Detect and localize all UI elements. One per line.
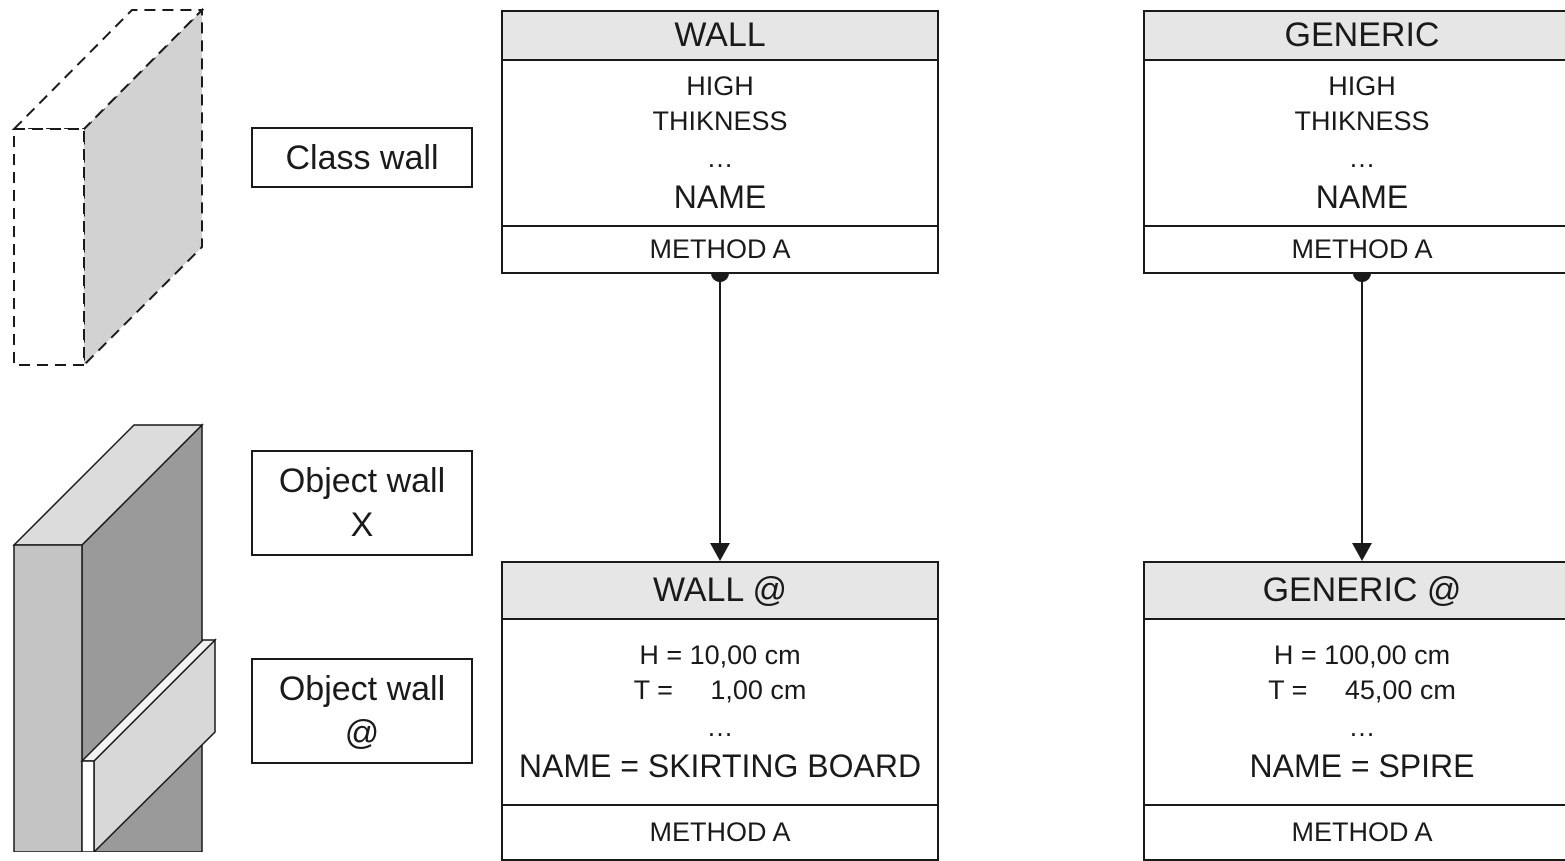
instance-connector-generic (1352, 264, 1372, 561)
attribute-ellipsis: … (1348, 712, 1376, 742)
class-box-wall: WALL HIGH THIKNESS … NAME METHOD A (501, 10, 939, 274)
attribute-h-value: H = 10,00 cm (639, 640, 801, 670)
attribute-t-value: T = 45,00 cm (1268, 675, 1456, 705)
skirting-board-illustration (80, 638, 217, 852)
object-box-wall-at-attributes: H = 10,00 cm T = 1,00 cm … NAME = SKIRTI… (503, 620, 937, 806)
attribute-ellipsis: … (1348, 143, 1376, 173)
attribute-thickness: THIKNESS (652, 106, 788, 136)
class-box-wall-method: METHOD A (649, 234, 791, 264)
attribute-high: HIGH (686, 71, 754, 101)
class-wall-illustration (11, 7, 205, 368)
object-box-generic-at-title: GENERIC @ (1145, 563, 1565, 620)
class-box-generic-method: METHOD A (1291, 234, 1433, 264)
object-wall-at-label-line1: Object wall (278, 670, 446, 708)
attribute-name: NAME (673, 179, 767, 215)
attribute-h-value: H = 100,00 cm (1273, 640, 1451, 670)
object-wall-at-label-line2: @ (344, 714, 380, 752)
class-box-wall-attributes: HIGH THIKNESS … NAME (503, 61, 937, 227)
attribute-high: HIGH (1328, 71, 1396, 101)
instance-connector-wall (710, 264, 730, 561)
attribute-name-value: NAME = SKIRTING BOARD (518, 748, 922, 784)
object-box-wall-at-title: WALL @ (503, 563, 937, 620)
object-wall-x-label-line2: X (350, 506, 374, 544)
attribute-t-value: T = 1,00 cm (633, 675, 807, 705)
class-wall-label-text: Class wall (285, 138, 439, 177)
object-wall-x-label: Object wall X (251, 450, 473, 556)
class-box-generic: GENERIC HIGH THIKNESS … NAME METHOD A (1143, 10, 1565, 274)
attribute-ellipsis: … (706, 143, 734, 173)
object-box-generic-at-method: METHOD A (1291, 816, 1433, 847)
attribute-thickness: THIKNESS (1294, 106, 1430, 136)
object-box-wall-at: WALL @ H = 10,00 cm T = 1,00 cm … NAME =… (501, 561, 939, 861)
object-wall-x-label-line1: Object wall (278, 462, 446, 500)
attribute-name-value: NAME = SPIRE (1249, 748, 1475, 784)
object-wall-at-label: Object wall @ (251, 658, 473, 764)
object-box-wall-at-method: METHOD A (649, 816, 791, 847)
class-box-wall-title: WALL (503, 12, 937, 61)
attribute-name: NAME (1315, 179, 1409, 215)
class-box-generic-attributes: HIGH THIKNESS … NAME (1145, 61, 1565, 227)
class-box-generic-title: GENERIC (1145, 12, 1565, 61)
class-wall-label: Class wall (251, 127, 473, 188)
object-box-generic-at: GENERIC @ H = 100,00 cm T = 45,00 cm … N… (1143, 561, 1565, 861)
attribute-ellipsis: … (706, 712, 734, 742)
object-box-generic-at-attributes: H = 100,00 cm T = 45,00 cm … NAME = SPIR… (1145, 620, 1565, 806)
